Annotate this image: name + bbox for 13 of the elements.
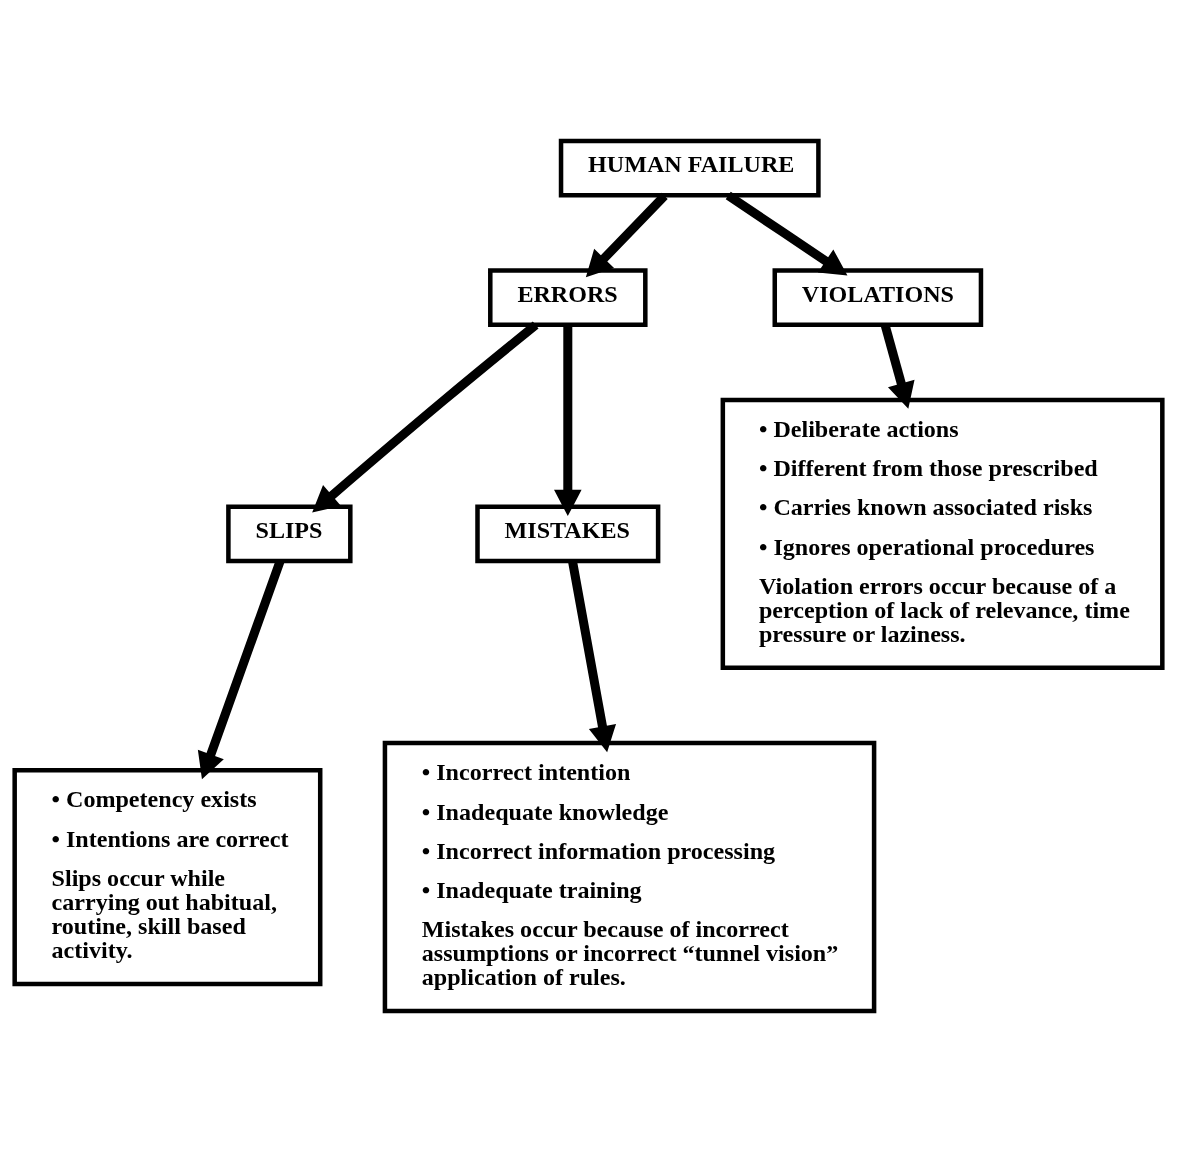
- node-box: • Competency exists • Intentions are correct Slips occur while carrying out habitual, routine, skill based activity.: [12, 767, 323, 987]
- arrow: [568, 560, 617, 753]
- arrow: [312, 321, 539, 513]
- node-box: VIOLATIONS: [772, 268, 984, 327]
- node-box: MISTAKES: [475, 504, 661, 564]
- node-box: HUMAN FAILURE: [558, 138, 821, 198]
- arrow: [585, 192, 668, 278]
- node-box: • Deliberate actions • Different from those prescribed • Carries known associated risks • Ignores operational procedures Violation errors occur because of a perception of lack of relevance, time pressure or laziness.: [720, 397, 1165, 671]
- node-box: • Incorrect intention • Inadequate knowledge • Incorrect information processing • Inadequate training Mistakes occur because of incorrect assumptions or incorrect “tunnel vision” application of rules.: [382, 740, 877, 1014]
- node-box: SLIPS: [226, 504, 353, 564]
- arrow: [554, 324, 582, 517]
- arrow: [725, 191, 848, 276]
- node-box: ERRORS: [488, 268, 648, 327]
